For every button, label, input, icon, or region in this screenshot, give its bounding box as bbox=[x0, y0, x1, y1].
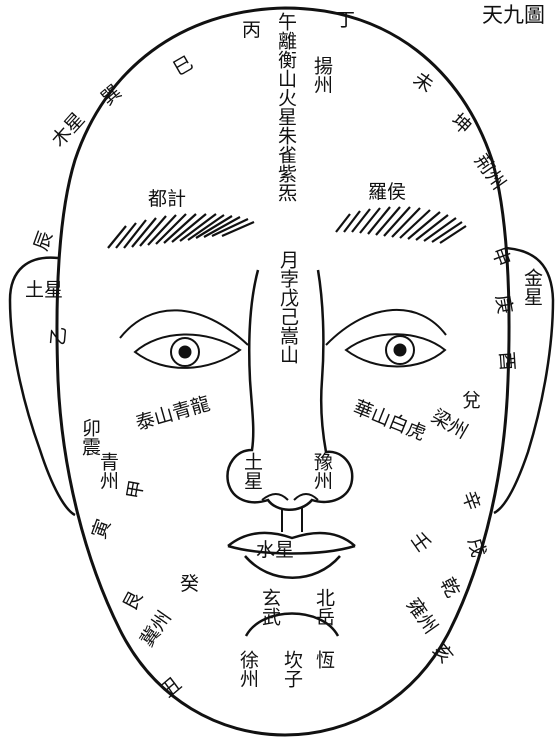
label-bei-yue: 北岳 bbox=[313, 588, 335, 626]
label-ding: 丁 bbox=[336, 9, 355, 31]
left-brow-label: 都計 bbox=[148, 188, 186, 210]
label-kan-zi: 坎子 bbox=[281, 650, 303, 688]
label-bing: 丙 bbox=[242, 19, 261, 41]
label-xu-zhou: 徐州 bbox=[237, 650, 259, 688]
label-mao-zhen: 卯震 bbox=[79, 418, 101, 456]
label-shui-xing: 水星 bbox=[256, 539, 294, 561]
label-jin-xing: 金星 bbox=[521, 268, 543, 306]
label-xuan-wu: 玄武 bbox=[259, 588, 281, 626]
label-geng: 庚 bbox=[491, 293, 516, 316]
label-jia: 甲 bbox=[123, 478, 148, 501]
label-you: 酉 bbox=[495, 351, 518, 372]
label-gui: 癸 bbox=[180, 573, 199, 595]
diagram-title: 天九圖 bbox=[482, 3, 545, 27]
right-brow-label: 羅侯 bbox=[368, 181, 406, 203]
central-column-upper: 午離衡山火星朱雀紫炁 bbox=[275, 12, 297, 202]
label-yi: 乙 bbox=[47, 326, 71, 347]
label-qing-zhou: 青州 bbox=[97, 452, 119, 490]
label-dui: 兌 bbox=[459, 390, 481, 409]
label-tu-xing: 土星 bbox=[25, 279, 63, 301]
label-heng: 恆 bbox=[313, 650, 335, 669]
yangzhou-label: 揚州 bbox=[311, 56, 333, 94]
label-yu-zhou: 豫州 bbox=[311, 452, 333, 490]
central-column-lower: 月孛戊己嵩山 bbox=[277, 250, 299, 364]
label-chen: 辰 bbox=[30, 228, 57, 253]
label-tu-xing-nose: 土星 bbox=[241, 452, 263, 490]
